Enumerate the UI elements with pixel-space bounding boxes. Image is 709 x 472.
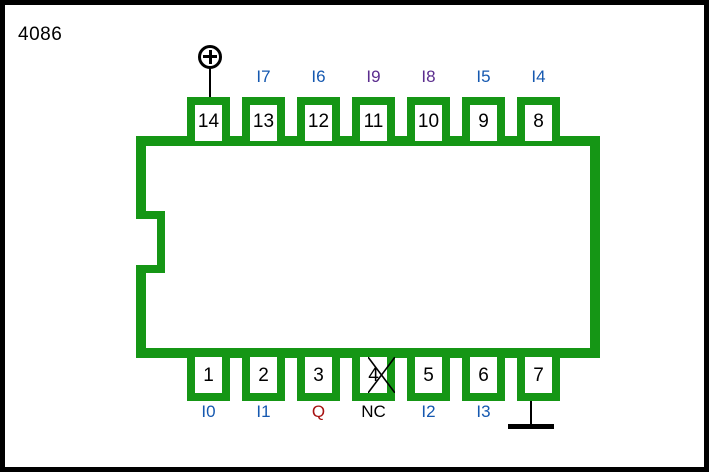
signal-label-I0[interactable]: I0	[201, 402, 216, 421]
signal-label-I4[interactable]: I4	[531, 67, 546, 86]
pin-number-label: 7	[533, 364, 544, 386]
pin-10[interactable]: 10	[407, 97, 450, 141]
pin-13[interactable]: 13	[242, 97, 285, 141]
pin-7[interactable]: 7	[517, 357, 560, 401]
pin-number-label: 1	[203, 364, 214, 386]
pin-11[interactable]: 11	[352, 97, 395, 141]
pin-12[interactable]: 12	[297, 97, 340, 141]
signal-label-NC[interactable]: NC	[361, 402, 386, 421]
ground-wire	[530, 399, 532, 427]
signal-label-I9[interactable]: I9	[366, 67, 381, 86]
pin-number-label: 13	[252, 110, 275, 132]
signal-label-I3[interactable]: I3	[476, 402, 491, 421]
pin-3[interactable]: 3	[297, 357, 340, 401]
vcc-plus-vertical	[208, 50, 212, 64]
pin-9[interactable]: 9	[462, 97, 505, 141]
signal-label-Q[interactable]: Q	[311, 402, 326, 421]
pin-number-label: 2	[258, 364, 269, 386]
pin-number-label: 11	[363, 110, 384, 132]
chip-body	[136, 136, 600, 358]
pin-14[interactable]: 14	[187, 97, 230, 141]
pin-number-label: 12	[307, 110, 330, 132]
signal-label-I8[interactable]: I8	[421, 67, 436, 86]
pin-8[interactable]: 8	[517, 97, 560, 141]
package-notch-mask	[136, 219, 146, 265]
signal-label-I5[interactable]: I5	[476, 67, 491, 86]
ground-symbol-icon	[508, 424, 554, 429]
no-connect-x-icon	[368, 357, 395, 393]
pin-number-label: 3	[313, 364, 324, 386]
pin-number-label: 5	[423, 364, 434, 386]
signal-label-I2[interactable]: I2	[421, 402, 436, 421]
pin-number-label: 6	[478, 364, 489, 386]
pin-number-label: 8	[533, 110, 544, 132]
pin-number-label: 4	[368, 364, 379, 386]
pin-5[interactable]: 5	[407, 357, 450, 401]
pin-number-label: 14	[197, 110, 220, 132]
pin-6[interactable]: 6	[462, 357, 505, 401]
signal-label-I6[interactable]: I6	[311, 67, 326, 86]
vcc-wire	[209, 63, 211, 99]
pin-1[interactable]: 1	[187, 357, 230, 401]
pin-2[interactable]: 2	[242, 357, 285, 401]
page-title: 4086	[18, 24, 63, 45]
signal-label-I7[interactable]: I7	[256, 67, 271, 86]
pin-number-label: 9	[478, 110, 489, 132]
pin-4[interactable]: 4	[352, 357, 395, 401]
signal-label-I1[interactable]: I1	[256, 402, 271, 421]
pin-number-label: 10	[417, 110, 440, 132]
